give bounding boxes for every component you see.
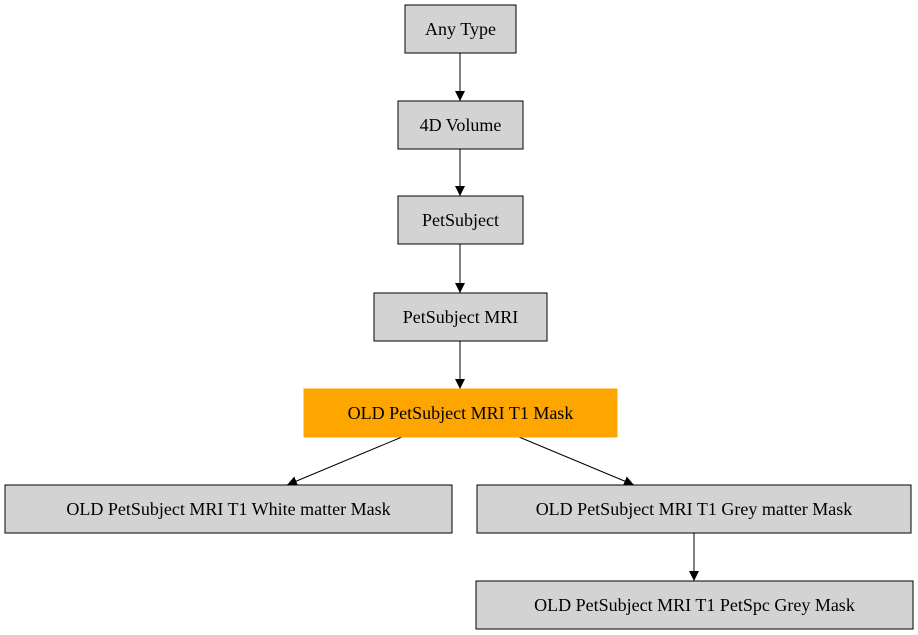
node-box-any-type — [404, 4, 517, 54]
node-box-old-petsubject-mri-t1-petspc-grey-mask — [475, 580, 914, 630]
node-old-petsubject-mri-t1-petspc-grey-mask: OLD PetSubject MRI T1 PetSpc Grey Mask — [475, 580, 914, 630]
node-label-4d-volume: 4D Volume — [420, 115, 502, 135]
node-label-any-type: Any Type — [425, 19, 496, 39]
node-label-old-petsubject-mri-t1-grey-matter-mask: OLD PetSubject MRI T1 Grey matter Mask — [536, 499, 853, 519]
node-box-old-petsubject-mri-t1-white-matter-mask — [4, 484, 453, 534]
node-label-old-petsubject-mri-t1-white-matter-mask: OLD PetSubject MRI T1 White matter Mask — [66, 499, 390, 519]
node-label-petsubject-mri: PetSubject MRI — [403, 307, 519, 327]
node-any-type: Any Type — [404, 4, 517, 54]
node-old-petsubject-mri-t1-mask: OLD PetSubject MRI T1 Mask — [303, 388, 618, 438]
node-box-old-petsubject-mri-t1-mask — [303, 388, 618, 438]
node-4d-volume: 4D Volume — [397, 100, 524, 150]
edges-layer — [286, 53, 699, 581]
node-box-petsubject — [397, 195, 524, 245]
node-box-old-petsubject-mri-t1-grey-matter-mask — [476, 484, 912, 534]
node-label-petsubject: PetSubject — [422, 210, 499, 230]
node-petsubject-mri: PetSubject MRI — [373, 292, 548, 342]
node-box-4d-volume — [397, 100, 524, 150]
node-label-old-petsubject-mri-t1-petspc-grey-mask: OLD PetSubject MRI T1 PetSpc Grey Mask — [534, 595, 855, 615]
edge-arrow-old-petsubject-mri-t1-mask-to-old-petsubject-mri-t1-grey-matter-mask — [518, 436, 635, 486]
edge-arrow-old-petsubject-mri-t1-mask-to-old-petsubject-mri-t1-white-matter-mask — [286, 436, 403, 486]
node-old-petsubject-mri-t1-white-matter-mask: OLD PetSubject MRI T1 White matter Mask — [4, 484, 453, 534]
node-petsubject: PetSubject — [397, 195, 524, 245]
node-box-petsubject-mri — [373, 292, 548, 342]
node-label-old-petsubject-mri-t1-mask: OLD PetSubject MRI T1 Mask — [348, 403, 574, 423]
node-old-petsubject-mri-t1-grey-matter-mask: OLD PetSubject MRI T1 Grey matter Mask — [476, 484, 912, 534]
